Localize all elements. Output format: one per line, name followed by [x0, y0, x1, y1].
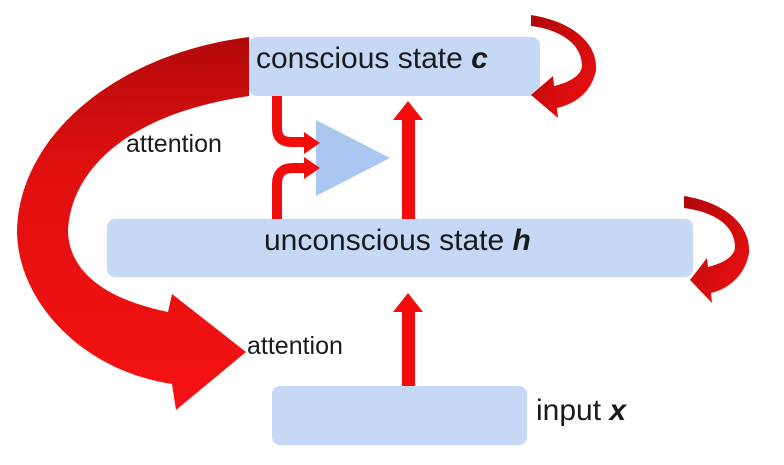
conscious-self-loop-arrow: [531, 15, 597, 118]
conscious-state-box: [249, 37, 540, 96]
unconscious-self-loop-arrow: [684, 196, 750, 303]
input-box: [272, 386, 527, 445]
arrow-input-to-unconscious: [393, 293, 423, 386]
attention-label-top: attention: [126, 130, 222, 158]
unconscious-state-label: unconscious state h: [264, 224, 531, 257]
unconscious-state-box: [107, 219, 693, 277]
arrow-conscious-to-gate: [272, 96, 320, 154]
input-label: input x: [536, 394, 627, 427]
arrow-unconscious-to-conscious: [393, 101, 423, 219]
arrow-unconscious-to-gate: [272, 157, 320, 219]
attention-curved-arrow: [17, 37, 249, 410]
conscious-state-label: conscious state c: [256, 42, 488, 75]
attention-label-bottom: attention: [247, 332, 343, 360]
attention-gate-triangle: [316, 120, 390, 196]
